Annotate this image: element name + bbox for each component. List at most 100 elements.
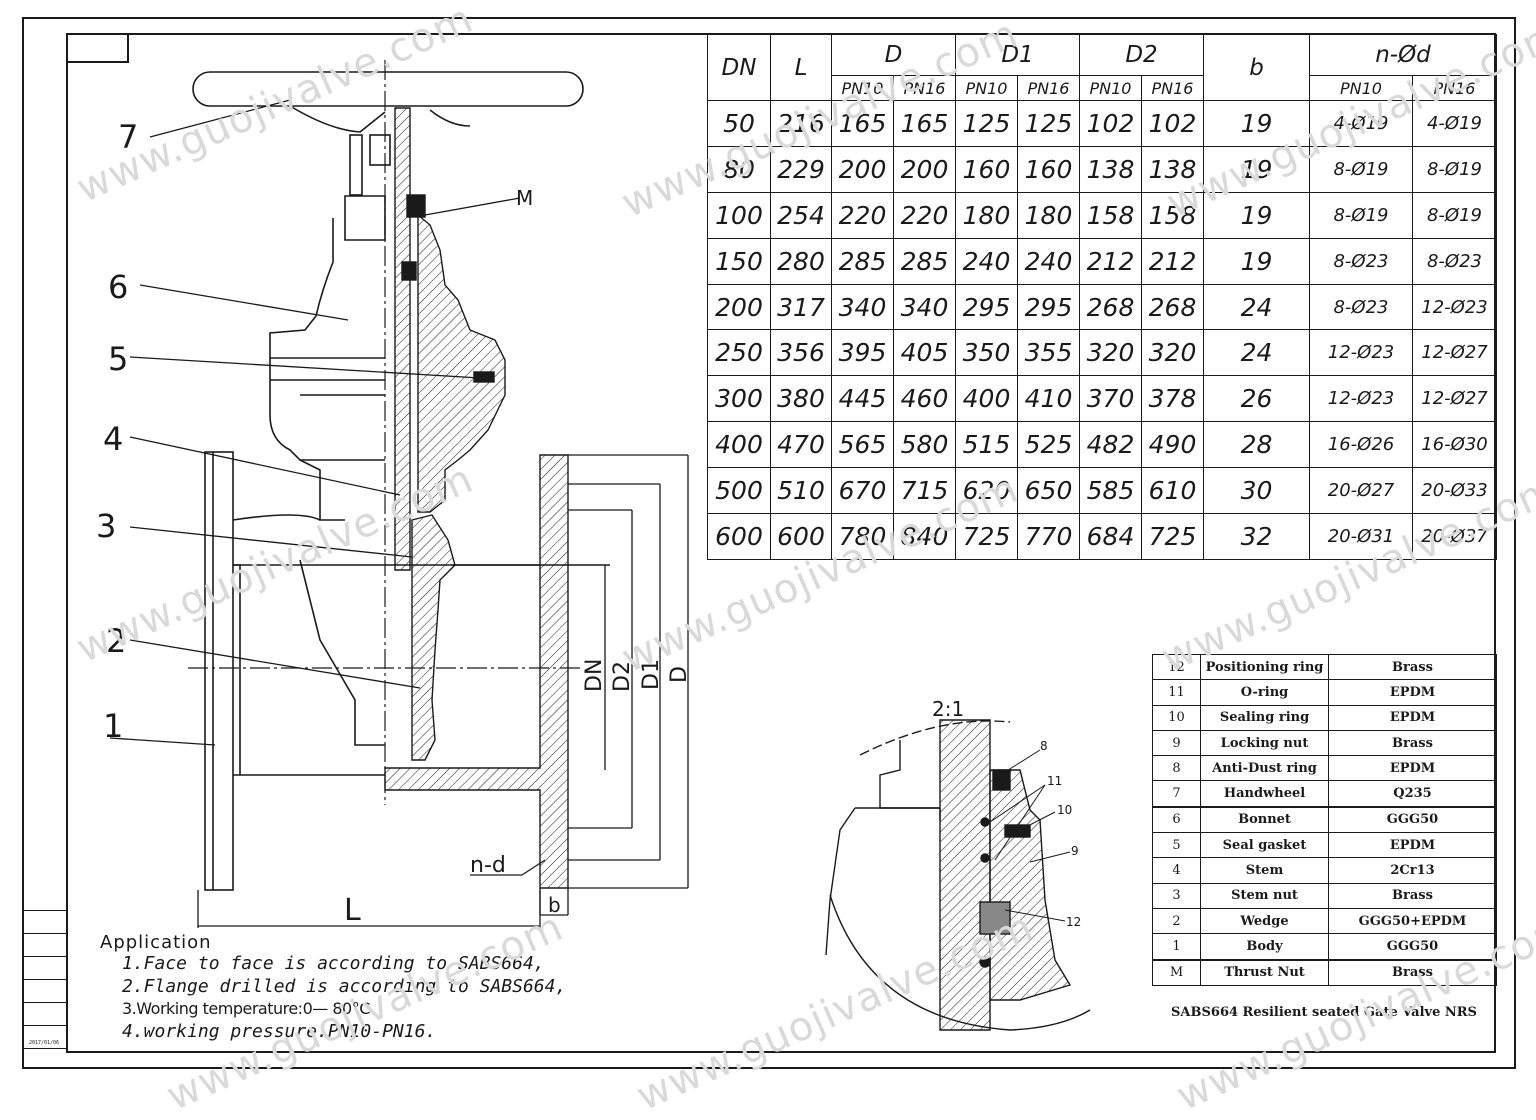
table-cell: 500 [707,467,771,515]
parts-cell-name: Seal gasket [1200,832,1329,859]
label-part-2: 2 [106,622,126,660]
table-cell: 138 [1079,145,1142,193]
parts-cell-name: Anti-Dust ring [1200,755,1329,782]
table-cell: 380 [770,375,832,423]
table-cell: 370 [1079,375,1142,423]
parts-cell-material: Brass [1328,882,1497,909]
parts-cell-name: Stem [1200,857,1329,884]
dim-label-d2: D2 [610,661,635,692]
sheet-corner-box [66,33,129,63]
table-cell: 410 [1017,375,1080,423]
table-cell: 30 [1203,467,1310,515]
table-cell: 19 [1203,145,1310,193]
valve-drawing: 7 6 5 4 3 2 1 M DN D2 D1 D L b n-d [96,60,1091,1031]
table-cell: 50 [707,100,771,147]
table-cell: 482 [1079,421,1142,469]
table-cell: 250 [707,329,771,377]
table-cell: 12-Ø27 [1412,375,1497,423]
table-cell: 268 [1141,283,1204,331]
table-cell: 180 [1017,191,1080,239]
table-cell: 20-Ø33 [1412,467,1497,515]
table-cell: 8-Ø19 [1309,191,1413,239]
parts-cell-name: Thrust Nut [1200,958,1329,986]
table-cell: 158 [1079,191,1142,239]
table-cell: 300 [707,375,771,423]
table-cell: 102 [1079,100,1142,147]
table-cell: 400 [707,421,771,469]
parts-cell-name: Stem nut [1200,882,1329,909]
table-cell: 510 [770,467,832,515]
table-cell: D2 [1079,34,1204,76]
table-cell: 8-Ø19 [1412,191,1497,239]
table-cell: 350 [955,329,1018,377]
table-cell: L [770,34,832,101]
table-cell: 102 [1141,100,1204,147]
detail-label-12: 12 [1066,915,1081,929]
table-cell: 470 [770,421,832,469]
table-cell: 285 [893,237,956,285]
table-cell: 295 [955,283,1018,331]
table-cell: 26 [1203,375,1310,423]
label-part-3: 3 [96,507,116,545]
table-cell: 125 [955,100,1018,147]
parts-cell-material: Brass [1328,958,1497,986]
dim-label-dn: DN [582,659,607,692]
table-cell: 285 [831,237,894,285]
parts-cell-material: EPDM [1328,755,1497,782]
parts-cell-no: 9 [1152,729,1201,757]
parts-cell-no: 3 [1152,882,1201,909]
dim-label-d: D [667,666,692,683]
parts-cell-name: Wedge [1200,907,1329,935]
table-cell: 8-Ø19 [1309,145,1413,193]
table-cell: 24 [1203,329,1310,377]
parts-cell-material: Q235 [1328,780,1497,808]
parts-cell-name: Body [1200,933,1329,961]
dim-label-d1: D1 [639,659,664,690]
dim-label-b: b [548,893,561,917]
dim-label-l: L [344,893,361,928]
application-title: Application [100,932,212,953]
drawing-date: 2017/01/06 [28,1040,60,1046]
label-part-5: 5 [108,340,128,378]
application-item-2: 2.Flange drilled is according to SABS664… [122,975,567,997]
detail-scale-label: 2:1 [932,697,964,721]
table-cell: 125 [1017,100,1080,147]
table-cell: 610 [1141,467,1204,515]
table-cell: 650 [1017,467,1080,515]
table-cell: 100 [707,191,771,239]
table-cell: 19 [1203,237,1310,285]
table-cell: 160 [955,145,1018,193]
table-cell: 600 [770,513,832,560]
table-cell: PN16 [1017,75,1080,101]
detail-view [825,719,1091,1031]
table-cell: 725 [1141,513,1204,560]
table-cell: 355 [1017,329,1080,377]
table-cell: 320 [1079,329,1142,377]
label-part-7: 7 [118,118,138,156]
table-cell: 295 [1017,283,1080,331]
table-cell: 180 [955,191,1018,239]
table-cell: 8-Ø23 [1309,283,1413,331]
table-cell: 16-Ø26 [1309,421,1413,469]
leader-lines [109,99,546,876]
table-cell: 400 [955,375,1018,423]
table-cell: DN [707,34,771,101]
table-cell: PN16 [893,75,956,101]
table-cell: 684 [1079,513,1142,560]
detail-label-11: 11 [1047,774,1062,788]
label-part-4: 4 [103,420,123,458]
table-cell: 585 [1079,467,1142,515]
detail-label-9: 9 [1071,844,1079,858]
parts-cell-material: GGG50 [1328,805,1497,834]
